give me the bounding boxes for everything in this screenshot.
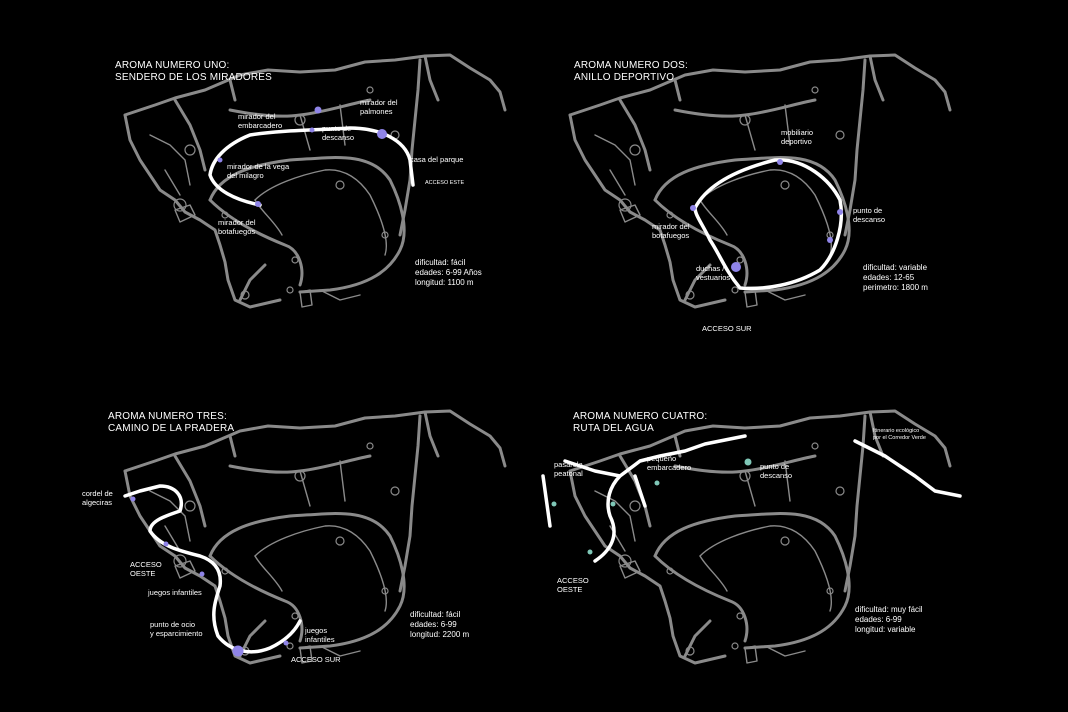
stat-dificultad: dificultad: fácil <box>410 610 461 619</box>
stat-edades: edades: 6-99 <box>410 620 457 629</box>
map-panel-1: AROMA NUMERO UNO: SENDERO DE LOS MIRADOR… <box>0 0 534 356</box>
map-4-title: AROMA NUMERO CUATRO: RUTA DEL AGUA <box>573 411 707 435</box>
label-mirador-embarcadero: mirador del embarcadero <box>238 112 283 130</box>
label-mirador-botafuegos: mirador del botafuegos <box>652 222 690 240</box>
stat-edades: edades: 6-99 <box>855 615 902 624</box>
map-3-title: AROMA NUMERO TRES: CAMINO DE LA PRADERA <box>108 411 234 435</box>
stat-longitud: longitud: variable <box>855 625 916 634</box>
label-casa-parque: casa del parque <box>410 155 464 164</box>
label-punto-descanso: punto de descanso <box>760 462 793 480</box>
label-duchas-vestuarios: duchas / vestuarios <box>696 264 731 282</box>
route-2 <box>693 158 843 291</box>
stat-edades: edades: 6-99 Años <box>415 268 482 277</box>
title-line-2: ANILLO DEPORTIVO <box>574 72 675 83</box>
route-stats: dificultad: fácil edades: 6-99 Años long… <box>415 258 482 288</box>
park-map-2 <box>568 53 952 309</box>
title-line-1: AROMA NUMERO UNO: <box>115 60 230 71</box>
stat-longitud: longitud: 2200 m <box>410 630 470 639</box>
map-panel-2 <box>445 0 979 356</box>
park-map-1 <box>123 53 507 309</box>
map-title: AROMA NUMERO UNO: SENDERO DE LOS MIRADOR… <box>115 60 272 84</box>
label-acceso-este: ACCESO ESTE <box>425 180 465 186</box>
label-juegos-infantiles-sur: juegos infantiles <box>305 626 335 644</box>
label-mirador-botafuegos: mirador del botafuegos <box>218 218 256 236</box>
park-map-4 <box>541 409 962 665</box>
label-juegos-infantiles: juegos infantiles <box>148 588 202 597</box>
stat-dificultad: dificultad: variable <box>863 263 928 272</box>
title-line-1: AROMA NUMERO CUATRO: <box>573 411 708 422</box>
label-punto-descanso: punto de descanso <box>322 124 355 142</box>
map-panel-3 <box>0 356 534 712</box>
park-map-3 <box>123 409 507 665</box>
label-punto-descanso: punto de descanso <box>853 206 886 224</box>
label-acceso-oeste: ACCESO OESTE <box>130 560 162 578</box>
title-line-1: AROMA NUMERO DOS: <box>574 60 688 71</box>
route-3 <box>123 484 302 654</box>
label-mirador-vega: mirador de la vega del milagro <box>227 162 290 180</box>
label-cordel-algeciras: cordel de algeciras <box>82 489 113 507</box>
title-line-1: AROMA NUMERO TRES: <box>108 411 227 422</box>
title-line-2: CAMINO DE LA PRADERA <box>108 423 235 434</box>
stat-dificultad: dificultad: muy fácil <box>855 605 923 614</box>
label-mobiliario-deportivo: mobiliario deportivo <box>781 128 814 146</box>
label-pequeno-embarcadero: pequeño embarcadero <box>647 454 692 472</box>
route-4 <box>541 434 962 563</box>
route-stats-4: dificultad: muy fácil edades: 6-99 longi… <box>855 605 923 635</box>
map-2-title: AROMA NUMERO DOS: ANILLO DEPORTIVO <box>574 60 688 84</box>
label-acceso-sur: ACCESO SUR <box>702 324 752 333</box>
stat-longitud: longitud: 1100 m <box>415 278 474 287</box>
label-acceso-sur: ACCESO SUR <box>291 655 341 664</box>
title-line-2: RUTA DEL AGUA <box>573 423 654 434</box>
route-stats-2: dificultad: variable edades: 12-65 perim… <box>863 263 928 293</box>
label-mirador-palmones: mirador del palmones <box>360 98 398 116</box>
label-pasarela-peatonal: pasarela peatonal <box>554 460 583 478</box>
stat-dificultad: dificultad: fácil <box>415 258 466 267</box>
stat-edades: edades: 12-65 <box>863 273 915 282</box>
route-stats-3: dificultad: fácil edades: 6-99 longitud:… <box>410 610 469 640</box>
label-punto-ocio: punto de ocio y esparcimiento <box>150 620 203 638</box>
map-panel-4 <box>445 356 979 712</box>
label-itinerario-ecologico: Itinerario ecológico por el Corredor Ver… <box>873 428 926 441</box>
label-acceso-oeste: ACCESO OESTE <box>557 576 589 594</box>
stat-perimetro: perimetro: 1800 m <box>863 283 928 292</box>
title-line-2: SENDERO DE LOS MIRADORES <box>115 72 273 83</box>
